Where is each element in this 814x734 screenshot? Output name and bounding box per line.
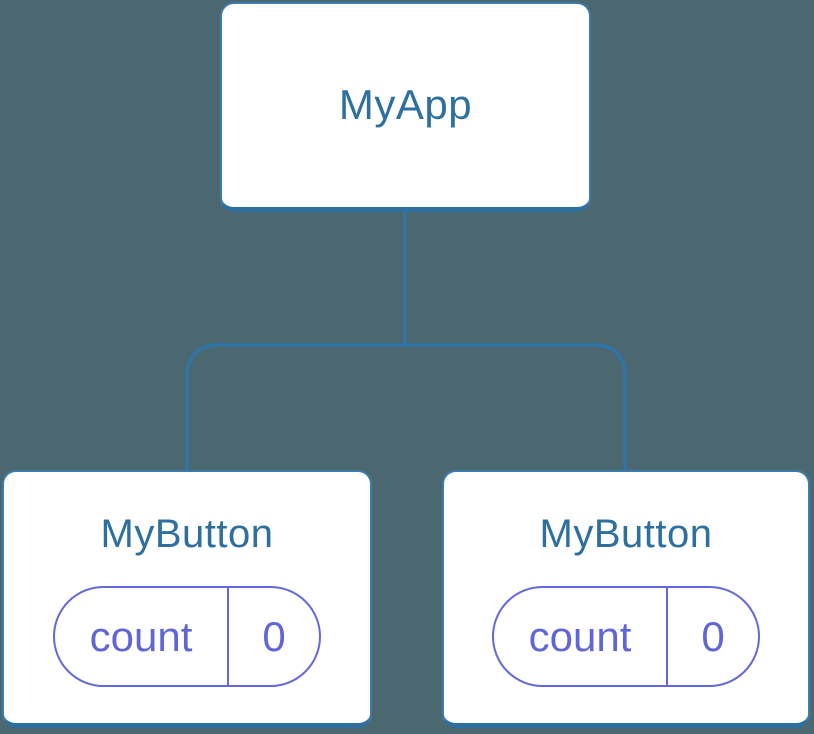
state-pill: count 0	[492, 586, 760, 687]
component-node-mybutton-1: MyButton count 0	[2, 470, 372, 728]
component-label: MyButton	[539, 512, 713, 556]
component-node-mybutton-2: MyButton count 0	[442, 470, 810, 728]
state-name: count	[89, 612, 193, 660]
component-node-myapp: MyApp	[220, 2, 591, 212]
state-value: 0	[666, 588, 758, 685]
state-value: 0	[227, 588, 319, 685]
branch-line	[185, 343, 627, 470]
component-label: MyApp	[338, 81, 473, 129]
component-label: MyButton	[100, 512, 274, 556]
state-name: count	[528, 612, 632, 660]
state-pill: count 0	[53, 586, 321, 687]
